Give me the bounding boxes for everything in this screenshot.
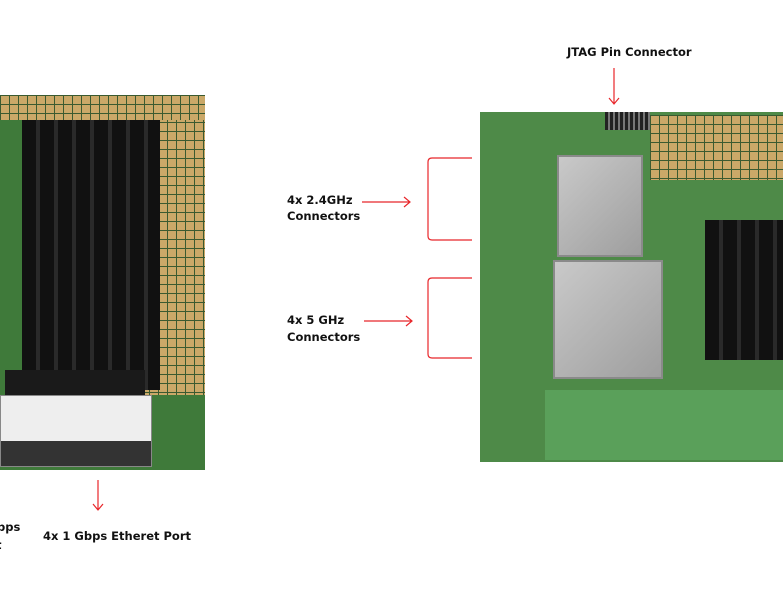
ethernet-arrow	[92, 480, 104, 511]
cut-label-line2: t	[0, 535, 2, 555]
magnetics-row	[5, 370, 145, 398]
rf-shield-5ghz	[553, 260, 663, 379]
ghz5-bracket	[427, 277, 472, 359]
jtag-arrow	[608, 68, 620, 105]
ghz24-arrow	[362, 196, 411, 208]
ghz24-label-line1: 4x 2.4GHz	[287, 193, 353, 207]
ghz5-label-line1: 4x 5 GHz	[287, 313, 345, 327]
heatsink	[705, 220, 783, 360]
right-pcb-board	[480, 112, 783, 462]
pcb-grid-top	[0, 95, 205, 120]
ghz5-arrow	[364, 315, 413, 327]
ethernet-label: 4x 1 Gbps Etheret Port	[43, 529, 191, 543]
cut-label-line1: pps	[0, 520, 21, 534]
ghz24-label-line2: Connectors	[287, 209, 361, 223]
rf-shield-24ghz	[557, 155, 643, 257]
ethernet-area	[545, 390, 783, 460]
ghz24-bracket	[427, 157, 472, 241]
jtag-header	[605, 112, 650, 130]
ethernet-port-block	[0, 395, 152, 467]
pcb-grid-area	[650, 115, 783, 180]
jtag-label: JTAG Pin Connector	[567, 45, 692, 59]
heatsink	[22, 120, 160, 390]
left-pcb-board	[0, 95, 205, 470]
ghz5-label-line2: Connectors	[287, 330, 361, 344]
